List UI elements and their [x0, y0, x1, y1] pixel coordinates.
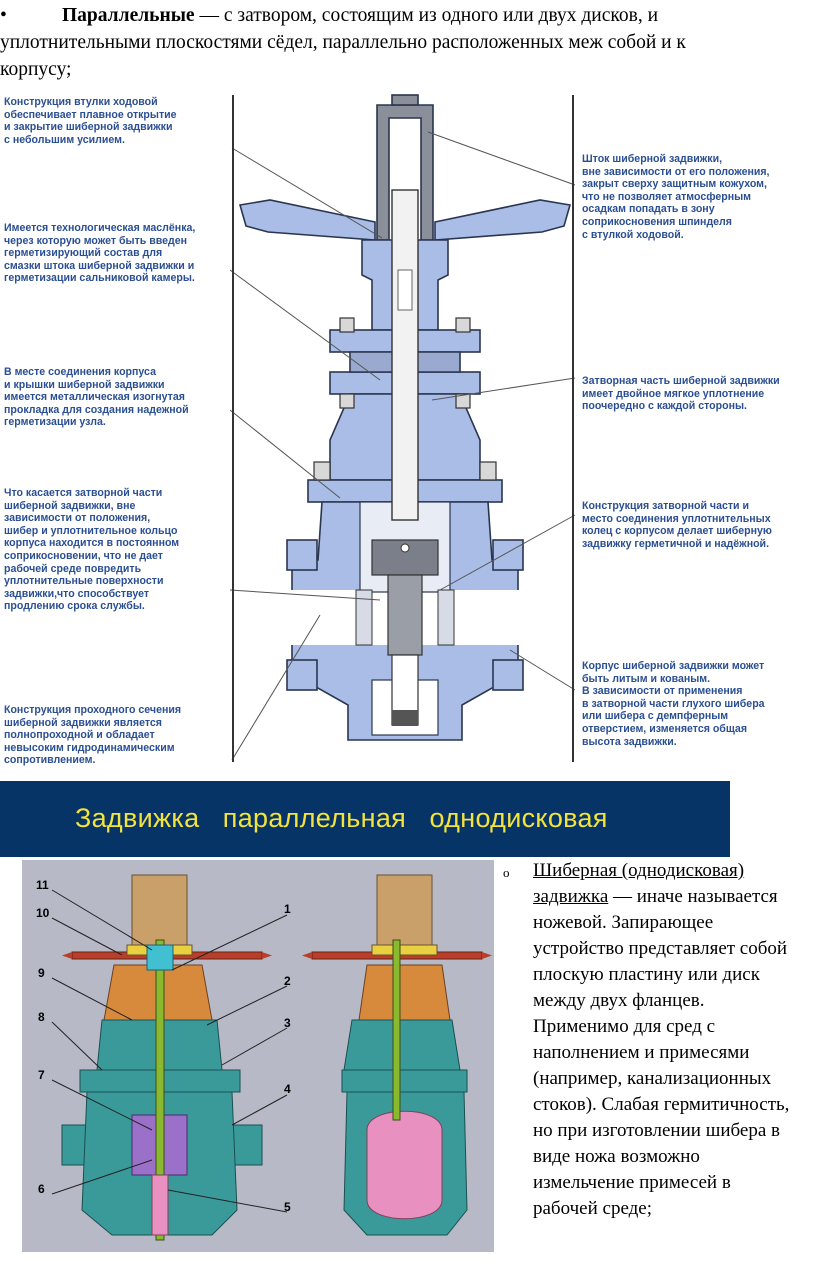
- banner-title: Задвижка параллельная однодисковая: [75, 803, 608, 833]
- intro-line-1: — с затвором, состоящим из одного или дв…: [194, 5, 659, 26]
- para-line-10: но при изготовлении шибера в: [533, 1120, 780, 1141]
- intro-line-3: корпусу;: [0, 59, 72, 80]
- para-line-6: Применимо для сред с: [533, 1016, 716, 1037]
- gate-valve-cross-section: [229, 94, 576, 762]
- label-1: 1: [284, 902, 291, 916]
- para-line-2: ножевой. Запирающее: [533, 912, 714, 933]
- label-11: 11: [36, 878, 49, 892]
- left-valve-drawing: [61, 874, 272, 1241]
- valve-drawings: [51, 874, 492, 1241]
- callout-grease-fitting: Имеется технологическая маслёнка,через к…: [4, 222, 196, 285]
- para-line-1: — иначе называется: [608, 886, 778, 907]
- intro-paragraph: • Параллельные — с затвором, состоящим из…: [0, 2, 812, 83]
- list-marker: o: [503, 865, 510, 880]
- knife-gate-link[interactable]: Шиберная (однодисковая): [533, 860, 745, 881]
- term-parallel: Параллельные: [62, 5, 195, 26]
- para-line-4: плоскую пластину или диск: [533, 964, 760, 985]
- label-7: 7: [38, 1068, 45, 1082]
- bullet: •: [0, 5, 7, 26]
- knife-gate-link-2[interactable]: задвижка: [533, 886, 609, 907]
- label-9: 9: [38, 966, 45, 980]
- title-banner: Задвижка параллельная однодисковая: [0, 781, 730, 857]
- intro-line-2: уплотнительными плоскостями сёдел, парал…: [0, 32, 686, 53]
- para-line-9: стоков). Слабая гермитичность,: [533, 1094, 790, 1115]
- label-5: 5: [284, 1200, 291, 1214]
- label-4: 4: [284, 1082, 291, 1096]
- para-line-5: между двух фланцев.: [533, 990, 705, 1011]
- para-line-13: рабочей среде;: [533, 1198, 653, 1219]
- label-8: 8: [38, 1010, 45, 1024]
- label-6: 6: [38, 1182, 45, 1196]
- para-line-7: наполнением и примесями: [533, 1042, 750, 1063]
- label-2: 2: [284, 974, 291, 988]
- para-line-8: (например, канализационных: [533, 1068, 772, 1089]
- single-disc-valve-diagram: 11 10 9 8 7 6 1 2 3 4 5: [22, 860, 494, 1252]
- para-line-11: виде ножа возможно: [533, 1146, 700, 1167]
- callout-stem-cover: Шток шиберной задвижки,вне зависимости о…: [582, 153, 770, 241]
- para-line-12: измельчение примесей в: [533, 1172, 731, 1193]
- para-line-3: устройство представляет собой: [533, 938, 788, 959]
- label-10: 10: [36, 906, 50, 920]
- label-3: 3: [284, 1016, 291, 1030]
- right-valve-drawing: [302, 874, 492, 1236]
